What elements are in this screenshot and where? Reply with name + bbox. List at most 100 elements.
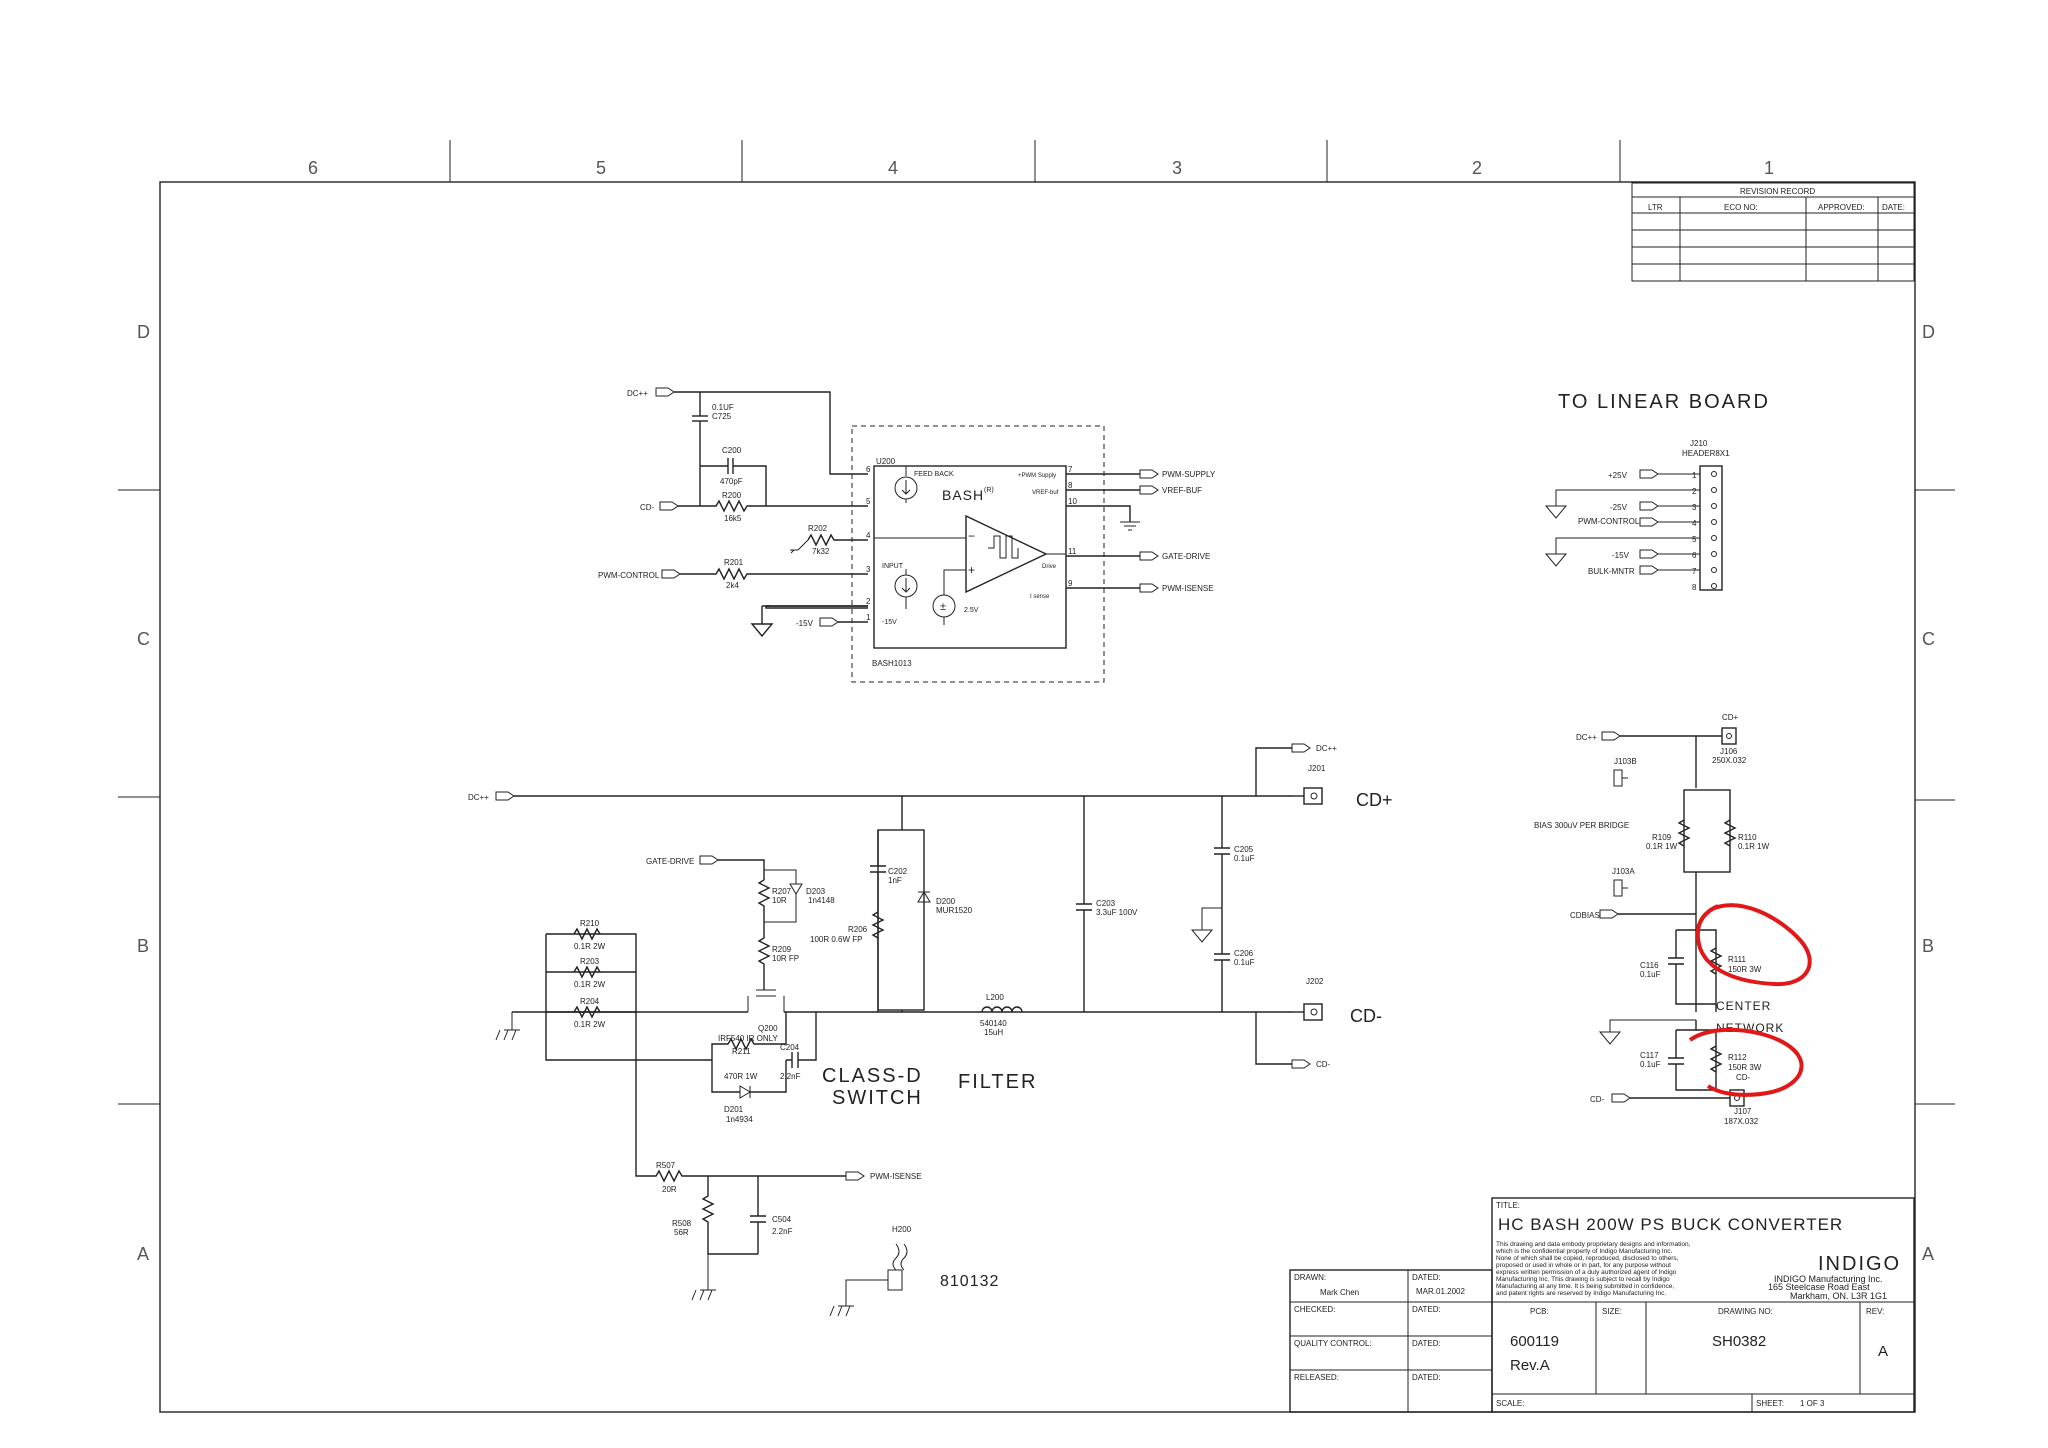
dated-label-1: DATED:	[1412, 1273, 1441, 1282]
center-network-circuit: DC++ CD+ J106 250X.032 J103B BIAS 300uV …	[1534, 713, 1812, 1126]
notice-line-1: This drawing and data embody proprietary…	[1496, 1241, 1691, 1248]
l200-part: 540140	[980, 1019, 1007, 1028]
r207-value: 10R	[772, 896, 787, 905]
r201-value: 2k4	[726, 581, 739, 590]
d201-ref: D201	[724, 1105, 744, 1114]
d203-ref: D203	[806, 887, 826, 896]
svg-text:±: ±	[940, 601, 946, 613]
j202-net: CD-	[1316, 1060, 1331, 1069]
r112-ref: R112	[1728, 1053, 1747, 1062]
r210-ref: R210	[580, 919, 600, 928]
c206-value: 0.1uF	[1234, 958, 1255, 967]
j210-pin8: 8	[1692, 583, 1697, 592]
address-line-2: 165 Steelcase Road East	[1768, 1282, 1870, 1292]
d200-value: MUR1520	[936, 906, 973, 915]
u200-pin6: 6	[866, 465, 871, 474]
r206-ref: R206	[848, 925, 868, 934]
r204-value: 0.1R 2W	[574, 1020, 606, 1029]
c206-ref: C206	[1234, 949, 1254, 958]
net-dcpp-center: DC++	[1576, 733, 1597, 742]
j103a-ref: J103A	[1612, 867, 1635, 876]
j107-ref: J107	[1734, 1107, 1752, 1116]
r109-value: 0.1R 1W	[1646, 842, 1678, 851]
released-label: RELEASED:	[1294, 1373, 1339, 1382]
zone-col-4: 4	[888, 158, 898, 178]
j103b-ref: J103B	[1614, 757, 1637, 766]
r210-value: 0.1R 2W	[574, 942, 606, 951]
u200-pin5: 5	[866, 497, 871, 506]
u200-part: BASH1013	[872, 659, 912, 668]
u200-pin9: 9	[1068, 579, 1073, 588]
sheet-label: SHEET:	[1756, 1399, 1784, 1408]
c205-value: 0.1uF	[1234, 854, 1255, 863]
r200-value: 16k5	[724, 514, 742, 523]
annotation-circle-r111	[1695, 903, 1812, 987]
revision-record-title: REVISION RECORD	[1740, 187, 1815, 196]
zone-col-6: 6	[308, 158, 318, 178]
u200-pin-input: INPUT	[882, 563, 904, 570]
r111-value: 150R 3W	[1728, 965, 1762, 974]
drawing-number: SH0382	[1712, 1333, 1766, 1350]
zone-row-a-left: A	[137, 1244, 149, 1264]
rev-value: A	[1878, 1343, 1888, 1360]
net-pwm-control-top: PWM-CONTROL	[598, 571, 660, 580]
label-center: CENTER	[1716, 999, 1771, 1013]
r111-ref: R111	[1728, 955, 1746, 964]
title-label: TITLE:	[1496, 1201, 1520, 1210]
j210-pin2: 2	[1692, 487, 1697, 496]
j210-net-m25v: -25V	[1610, 503, 1628, 512]
u200-body	[873, 465, 1067, 649]
notice-line-8: and patent rights are reserved by Indigo…	[1496, 1290, 1666, 1297]
c203-value: 3.3uF 100V	[1096, 908, 1138, 917]
j210-net-p25v: +25V	[1608, 471, 1628, 480]
net-dcpp-top: DC++	[627, 389, 648, 398]
svg-text:−: −	[968, 529, 975, 543]
j201-ref: J201	[1308, 764, 1326, 773]
r200-ref: R200	[722, 491, 742, 500]
address-line-3: Markham, ON. L3R 1G1	[1790, 1291, 1887, 1301]
r201-ref: R201	[724, 558, 744, 567]
j210-net-bulk-mntr: BULK-MNTR	[1588, 567, 1635, 576]
pcb-number: 600119	[1510, 1333, 1559, 1350]
c725-ref: C725	[712, 412, 732, 421]
c202-ref: C202	[888, 867, 908, 876]
c203-ref: C203	[1096, 899, 1116, 908]
c117-value: 0.1uF	[1640, 1060, 1661, 1069]
u200-pin10: 10	[1068, 497, 1077, 506]
j202-label: CD-	[1350, 1006, 1382, 1026]
j210-pin5: 5	[1692, 535, 1697, 544]
j210-ref: J210	[1690, 439, 1708, 448]
c202-value: 1nF	[888, 876, 902, 885]
r508-value: 56R	[674, 1228, 689, 1237]
r207-ref: R207	[772, 887, 792, 896]
notice-line-5: express written permission of a duly aut…	[1496, 1269, 1677, 1276]
j202-ref: J202	[1306, 977, 1324, 986]
net-pwm-isense-bottom: PWM-ISENSE	[870, 1172, 922, 1181]
net-gate-drive-top: GATE-DRIVE	[1162, 552, 1210, 561]
c200-value: 470pF	[720, 477, 743, 486]
u200-pin2: 2	[866, 597, 871, 606]
qc-label: QUALITY CONTROL:	[1294, 1339, 1372, 1348]
label-switch: SWITCH	[832, 1087, 923, 1109]
r508-ref: R508	[672, 1219, 692, 1228]
u200-pin1: 1	[866, 613, 871, 622]
net-cdbias: CDBIAS	[1570, 911, 1600, 920]
net-pwm-isense-top: PWM-ISENSE	[1162, 584, 1214, 593]
u200-pin11: 11	[1068, 547, 1077, 556]
rev-col-date: DATE:	[1882, 203, 1905, 212]
q200-value: IRF540 IR ONLY	[718, 1034, 779, 1043]
zone-row-c-left: C	[137, 629, 150, 649]
pcb-rev: Rev.A	[1510, 1357, 1550, 1374]
net-vref-buf: VREF-BUF	[1162, 486, 1202, 495]
u200-reg: (R)	[984, 487, 994, 494]
dated-label-2: DATED:	[1412, 1305, 1441, 1314]
zone-col-1: 1	[1764, 158, 1774, 178]
c504-ref: C504	[772, 1215, 792, 1224]
checked-label: CHECKED:	[1294, 1305, 1335, 1314]
linear-board-title: TO LINEAR BOARD	[1558, 391, 1770, 413]
r204-ref: R204	[580, 997, 600, 1006]
r203-value: 0.1R 2W	[574, 980, 606, 989]
r110-value: 0.1R 1W	[1738, 842, 1770, 851]
u200-pin-vrefbuf: VREF-buf	[1032, 490, 1059, 496]
zone-col-2: 2	[1472, 158, 1482, 178]
